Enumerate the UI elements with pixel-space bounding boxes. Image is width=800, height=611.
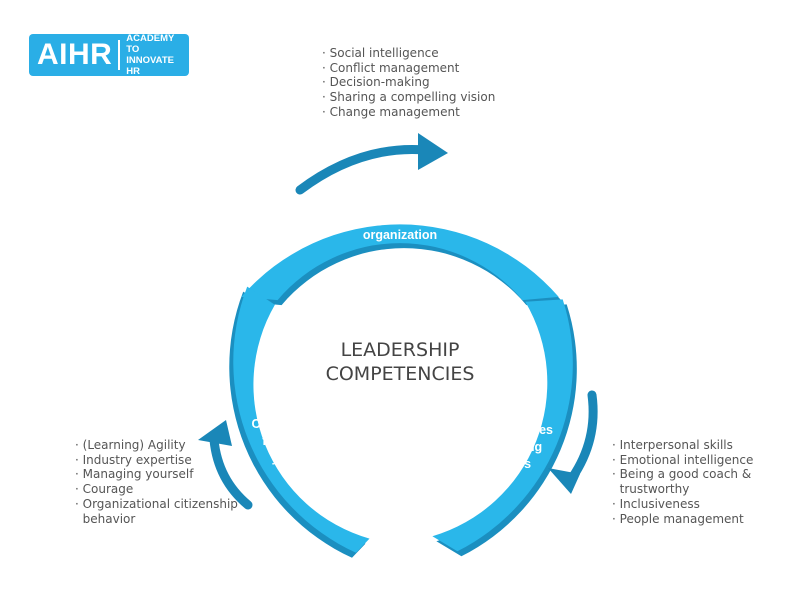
list-item: Sharing a compelling vision bbox=[322, 90, 496, 105]
list-item: Decision-making bbox=[322, 75, 495, 90]
segment-yourself-label-line: for leading bbox=[262, 434, 326, 448]
segment-organization-label-line: organization bbox=[363, 228, 437, 242]
list-item: Managing yourself bbox=[75, 467, 238, 482]
center-title-line-1: LEADERSHIP bbox=[341, 339, 460, 361]
segment-organization-label-line: Competencies bbox=[356, 194, 441, 208]
list-item: Conflict management bbox=[322, 61, 495, 76]
list-item: People management bbox=[612, 512, 753, 527]
logo-tagline: ACADEMY TO INNOVATE HR bbox=[126, 33, 189, 77]
aihr-logo: AIHR ACADEMY TO INNOVATE HR bbox=[29, 33, 189, 77]
segment-organization bbox=[241, 224, 559, 301]
segment-others-label-line: for leading bbox=[478, 440, 542, 454]
segment-others-label-line: Competencies bbox=[468, 423, 553, 437]
list-item: Emotional intelligence bbox=[612, 453, 754, 468]
list-item: Change management bbox=[322, 105, 495, 120]
list-item: Organizational citizenship bbox=[75, 497, 238, 512]
list-item: Industry expertise bbox=[75, 453, 238, 468]
center-title-line-2: COMPETENCIES bbox=[326, 363, 475, 385]
organization-competency-list: Social intelligence Conflict management … bbox=[322, 46, 496, 120]
list-item: Social intelligence bbox=[322, 46, 495, 61]
arrow-right-curve bbox=[567, 390, 598, 483]
logo-tagline-line-2: INNOVATE HR bbox=[126, 55, 174, 77]
segment-others-label: Competencies for leading others bbox=[468, 423, 557, 471]
logo-mark: AIHR bbox=[37, 38, 113, 71]
list-item: Courage bbox=[75, 482, 238, 497]
logo-tagline-line-1: ACADEMY TO bbox=[126, 33, 175, 55]
segment-others bbox=[432, 299, 573, 552]
list-item: trustworthy bbox=[619, 482, 690, 497]
arrow-top-head-icon bbox=[418, 133, 448, 170]
list-item: (Learning) Agility bbox=[75, 438, 238, 453]
yourself-competency-list: (Learning) Agility Industry expertise Ma… bbox=[75, 438, 238, 526]
segment-yourself-label-line: Competencies bbox=[252, 417, 337, 431]
segment-others-label-line: others bbox=[493, 457, 531, 471]
segment-organization-label-line: for leading the bbox=[355, 211, 441, 225]
arrow-top-curve bbox=[295, 145, 430, 195]
list-item: behavior bbox=[82, 511, 136, 526]
others-competency-list: Interpersonal skills Emotional intellige… bbox=[612, 438, 754, 527]
list-item: Interpersonal skills bbox=[612, 438, 753, 453]
arrow-right-head-icon bbox=[548, 468, 580, 494]
segment-yourself-label-line: yourself bbox=[272, 451, 321, 465]
segment-organization-label: Competencies for leading the organizatio… bbox=[355, 194, 445, 242]
list-item: Being a good coach & bbox=[612, 467, 753, 482]
logo-divider bbox=[118, 40, 121, 70]
segment-yourself-label: Competencies for leading yourself bbox=[252, 417, 341, 465]
list-item: Inclusiveness bbox=[612, 497, 753, 512]
segment-yourself bbox=[233, 286, 370, 553]
